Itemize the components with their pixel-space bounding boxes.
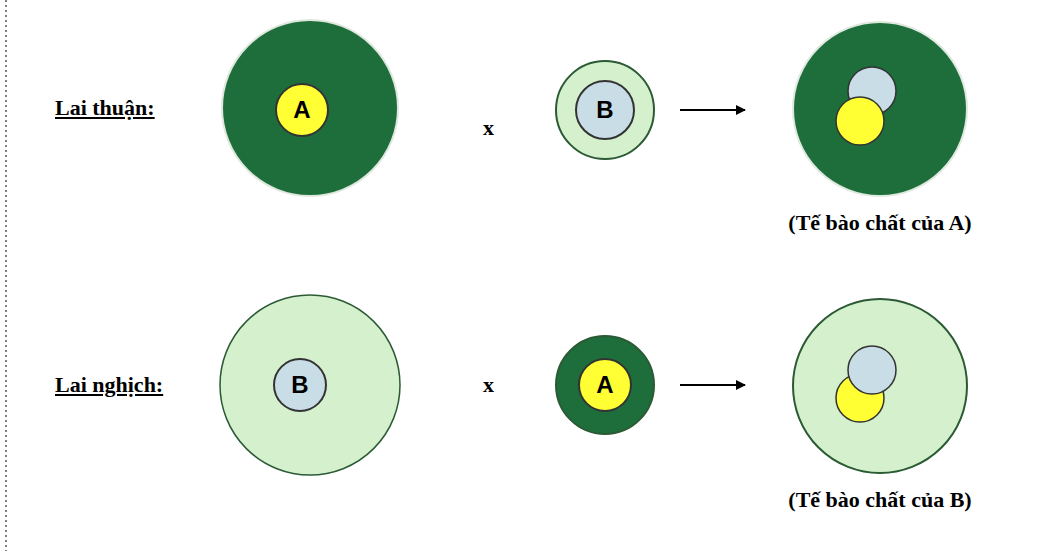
cell-a (222, 20, 398, 196)
arrow (680, 109, 745, 111)
caption: (Tế bào chất của B) (750, 487, 1010, 513)
cell-b (220, 295, 400, 475)
nucleus-circle: B (273, 358, 327, 412)
hybrid-cell-outline (750, 297, 1010, 479)
nucleus-letter: A (293, 96, 310, 124)
cell-part (836, 97, 884, 145)
cross-label: Lai thuận: (55, 95, 155, 121)
arrow (680, 384, 745, 386)
nucleus-circle: A (275, 83, 329, 137)
cell-part (848, 346, 896, 394)
dotted-border (5, 0, 7, 551)
nucleus-letter: B (596, 96, 613, 124)
cross-label: Lai nghịch: (55, 372, 163, 398)
cross-sign: x (483, 372, 494, 398)
hybrid-cell-outline (750, 20, 1010, 202)
cell-a (556, 336, 654, 434)
nucleus-circle: B (575, 80, 635, 140)
nucleus-circle: A (578, 358, 632, 412)
nucleus-letter: A (596, 371, 613, 399)
cell-b (556, 61, 654, 159)
cross-sign: x (483, 115, 494, 141)
nucleus-letter: B (291, 371, 308, 399)
cell-part (793, 299, 967, 473)
cell-part (793, 22, 967, 196)
hybrid-cell: (Tế bào chất của B) (750, 297, 1010, 527)
caption: (Tế bào chất của A) (750, 210, 1010, 236)
hybrid-cell: (Tế bào chất của A) (750, 20, 1010, 250)
